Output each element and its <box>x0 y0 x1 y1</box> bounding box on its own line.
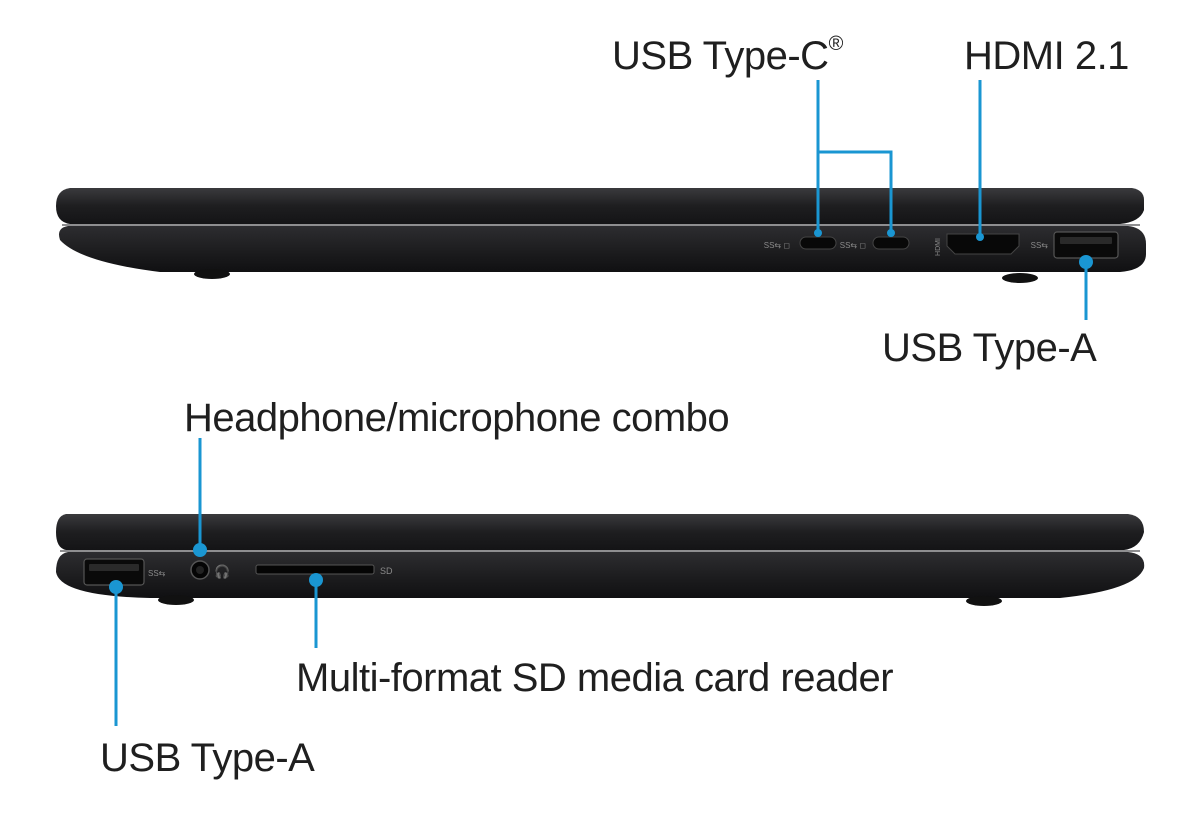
usb-a-bottom-label: USB Type-A <box>100 736 315 780</box>
usb-c-port-2 <box>872 236 910 250</box>
hdmi-marking: HDMI <box>935 238 942 256</box>
headphone-jack-inner <box>196 566 204 574</box>
sd-reader-label: Multi-format SD media card reader <box>296 656 894 700</box>
registered-mark: ® <box>828 33 844 55</box>
usb-a-left-callout <box>109 580 123 726</box>
bottom-laptop-foot-right <box>966 596 1002 606</box>
headphone-callout <box>193 438 207 557</box>
usb-c-2-marking: SS⇆ ◻ <box>840 241 866 250</box>
sd-marking: SD <box>380 566 393 576</box>
usb-a-left-marking: SS⇆ <box>148 569 166 578</box>
bottom-laptop-base <box>56 552 1145 598</box>
top-laptop-foot-left <box>194 269 230 279</box>
bottom-laptop: SS⇆ 🎧 SD <box>56 438 1145 726</box>
top-laptop-lid <box>56 188 1144 224</box>
bottom-laptop-foot-left <box>158 595 194 605</box>
hdmi-callout <box>976 80 984 241</box>
usb-a-top-label: USB Type-A <box>882 326 1097 370</box>
usb-a-port-right <box>1053 231 1119 259</box>
hdmi-label: HDMI 2.1 <box>964 34 1129 78</box>
hdmi-port <box>946 233 1020 255</box>
usb-a-right-marking: SS⇆ <box>1031 241 1049 250</box>
usb-c-1-marking: SS⇆ ◻ <box>764 241 790 250</box>
bottom-laptop-lid <box>56 514 1144 550</box>
headphone-label: Headphone/microphone combo <box>184 396 730 440</box>
top-laptop-base <box>59 226 1146 272</box>
usb-a-right-callout <box>1079 255 1093 320</box>
sd-reader-callout <box>309 573 323 648</box>
usb-a-port-left-tongue <box>89 564 139 571</box>
usb-a-port-right-tongue <box>1060 237 1112 244</box>
sd-card-slot <box>255 564 375 575</box>
usb-c-callout <box>814 80 895 237</box>
top-laptop: SS⇆ ◻ SS⇆ ◻ HDMI SS⇆ <box>56 80 1146 320</box>
usb-c-label-text: USB Type-C <box>612 34 829 78</box>
usb-c-port-1 <box>799 236 837 250</box>
headset-icon: 🎧 <box>214 564 230 580</box>
top-laptop-foot-right <box>1002 273 1038 283</box>
usb-c-label: USB Type-C® <box>612 33 844 78</box>
